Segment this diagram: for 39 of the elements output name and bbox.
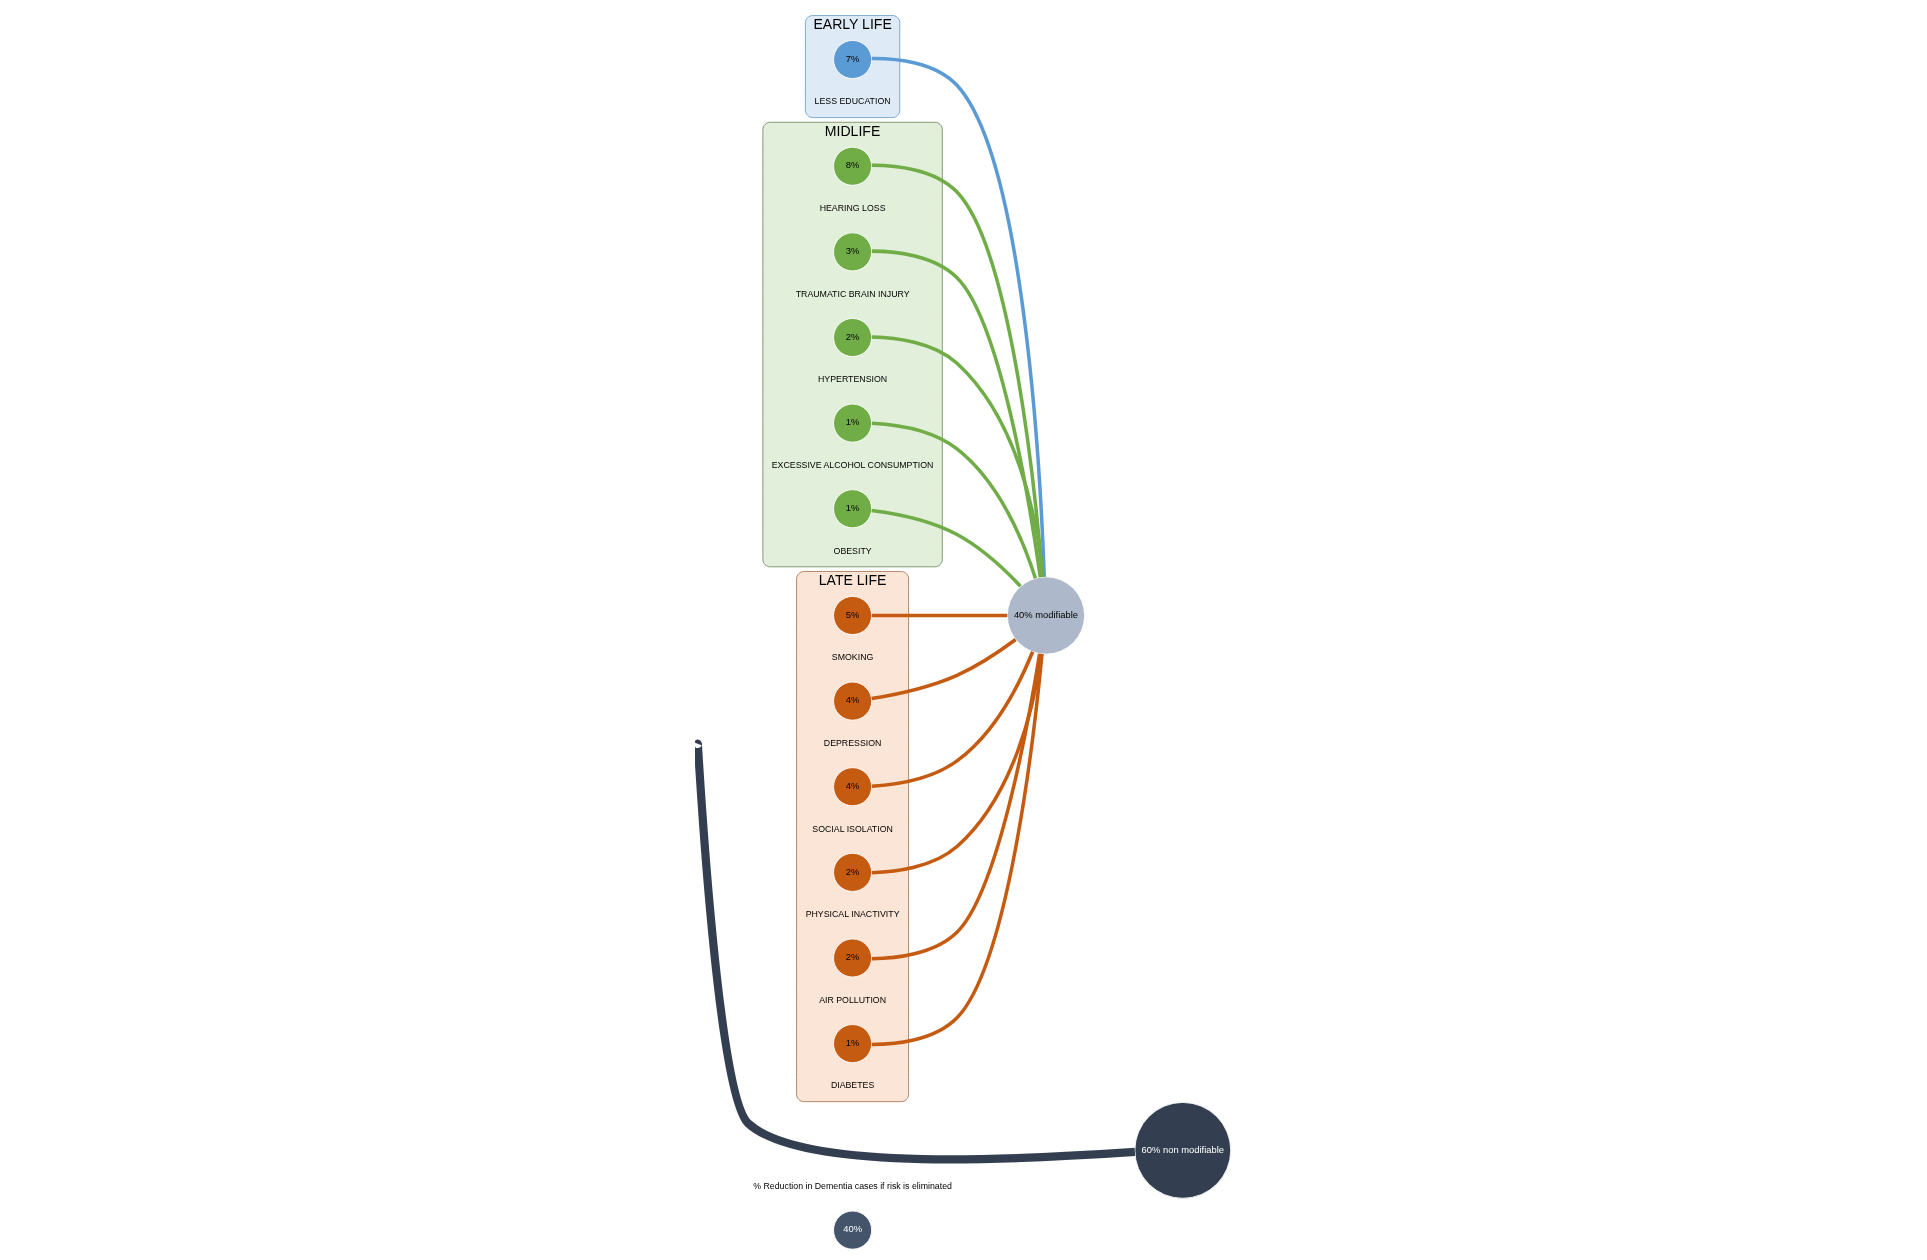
node-circle: 7%: [832, 40, 872, 79]
node-label: TRAUMATIC BRAIN INJURY: [795, 288, 910, 299]
connector: [871, 613, 1007, 618]
connector: [871, 651, 1034, 789]
connector: [871, 56, 1046, 577]
node-label: PHYSICAL INACTIVITY: [805, 909, 900, 920]
node-label: SMOKING: [831, 652, 873, 663]
node-circle: 40% modifiable: [1006, 576, 1085, 655]
connector: [870, 508, 1022, 588]
node-circle: 1%: [832, 489, 872, 529]
connector: [871, 163, 1044, 578]
node-label: OBESITY: [833, 545, 872, 556]
node-circle: 1%: [832, 403, 872, 443]
node-circle: 4%: [832, 767, 872, 807]
node-label: HYPERTENSION: [817, 374, 887, 385]
node-circle: 1%: [832, 1024, 872, 1064]
node-label: AIR POLLUTION: [818, 994, 886, 1005]
node-label: SOCIAL ISOLATION: [811, 823, 893, 834]
node-circle: 40%: [832, 1210, 872, 1250]
node-label: LESS EDUCATION: [814, 96, 891, 107]
node-circle: 3%: [832, 232, 872, 272]
node-circle: 5%: [832, 595, 872, 635]
node-label: DIABETES: [830, 1080, 874, 1091]
connector: [871, 653, 1044, 1047]
node-circle: 2%: [832, 318, 872, 357]
connector: [871, 249, 1042, 578]
connector: [871, 653, 1041, 961]
node-label: DEPRESSION: [823, 737, 881, 748]
node-circle: 2%: [832, 852, 872, 892]
connector: [871, 421, 1037, 579]
node-label: EXCESSIVE ALCOHOL CONSUMPTION: [771, 459, 933, 470]
connector: [871, 335, 1045, 578]
connector: [870, 638, 1017, 701]
node-label: HEARING LOSS: [819, 203, 886, 214]
node-circle: 2%: [832, 938, 872, 978]
node-circle: 60% non modifiable: [1133, 1101, 1231, 1199]
node-label: % Reduction in Dementia cases if risk is eliminated: [752, 1181, 952, 1192]
node-circle: 8%: [832, 146, 872, 186]
node-circle: 4%: [832, 681, 872, 721]
